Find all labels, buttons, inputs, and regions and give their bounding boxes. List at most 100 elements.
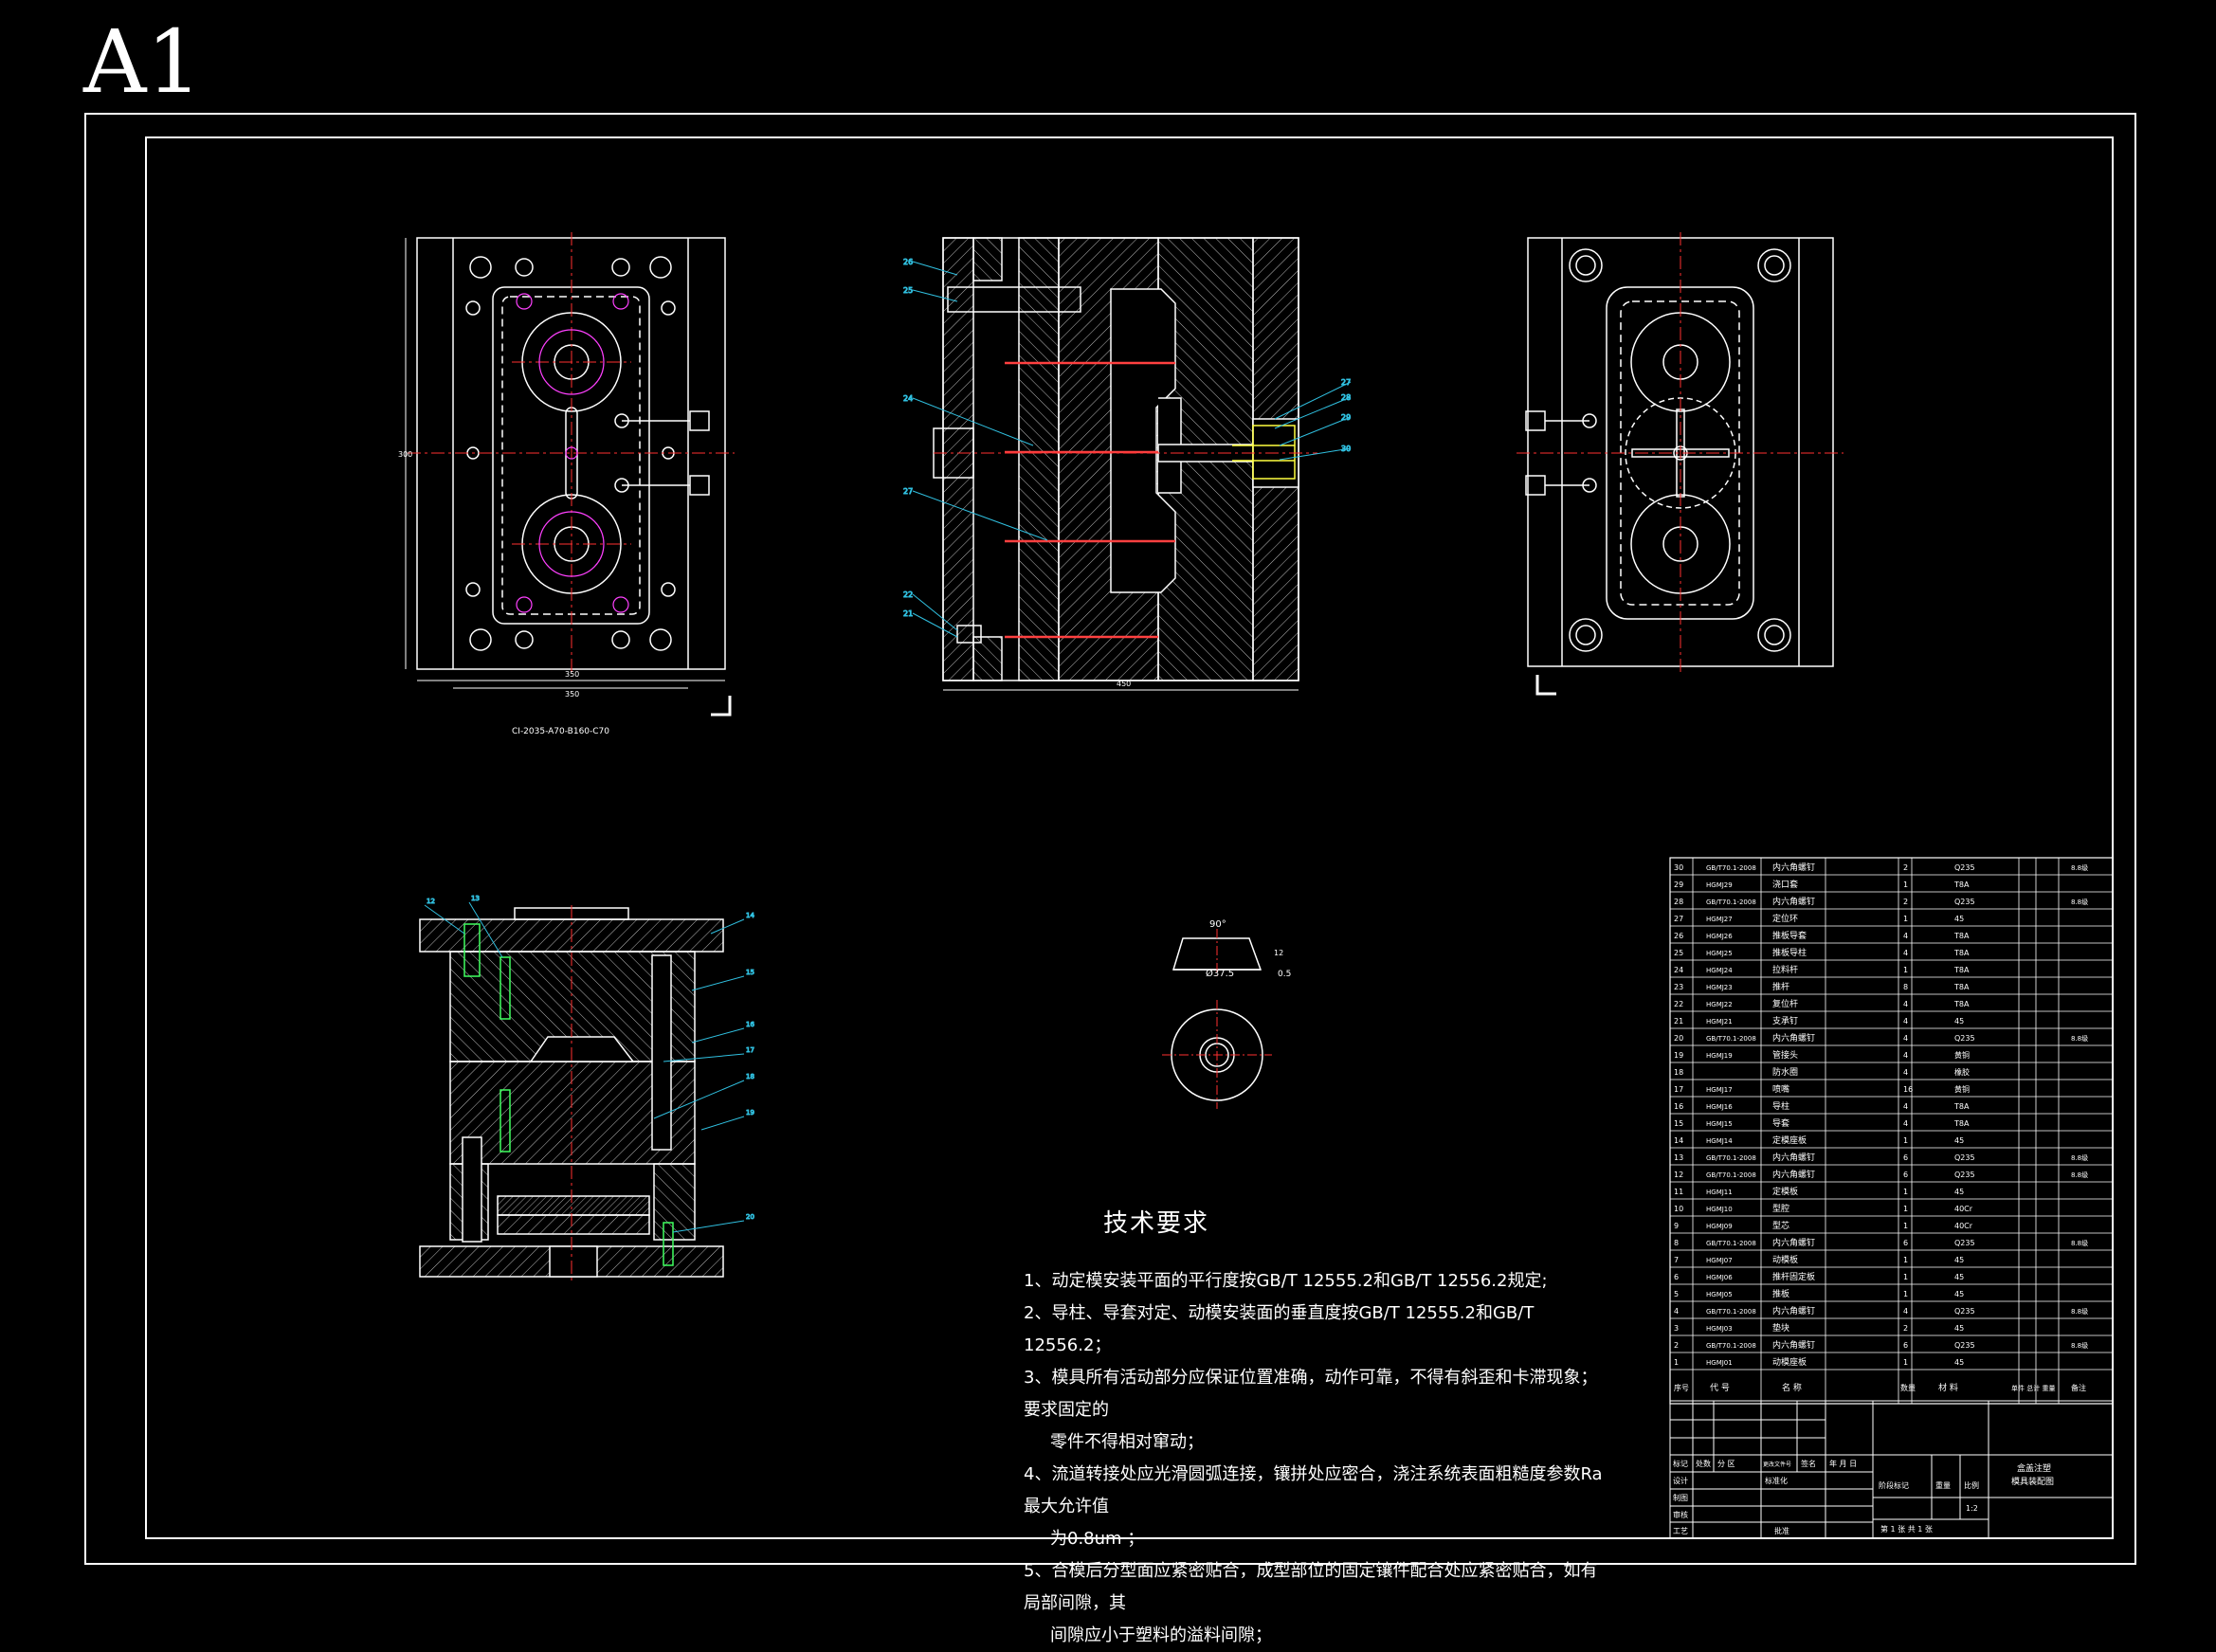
section-balloon-label: 22 (903, 590, 913, 599)
part-height-dim: 12 (1274, 949, 1283, 957)
bom-remark: 8.8级 (2071, 1034, 2088, 1043)
bom-remark: 8.8级 (2071, 863, 2088, 872)
front-width-dim-1: 350 (565, 670, 579, 679)
part-diameter-dim: Ø37.5 (1206, 968, 1234, 979)
section-balloon-label: 27 (1341, 378, 1351, 387)
bom-name: 导套 (1772, 1117, 1789, 1129)
side-leader-line (672, 1220, 745, 1233)
bom-no: 23 (1674, 983, 1683, 991)
section-leader-line (912, 397, 1034, 446)
bom-no: 27 (1674, 915, 1683, 923)
bom-code: GB/T70.1-2008 (1706, 1171, 1756, 1179)
title-block (1669, 1400, 2114, 1539)
bom-name: 内六角螺钉 (1772, 1305, 1815, 1316)
bom-name: 防水圈 (1772, 1066, 1798, 1078)
technical-requirements-title: 技术要求 (1103, 1209, 1210, 1238)
bom-material: 45 (1954, 1358, 1964, 1367)
side-balloon-label: 19 (746, 1109, 754, 1116)
bom-material: 40Cr (1954, 1205, 1973, 1213)
rev-label-3: 更改文件号 (1763, 1461, 1791, 1468)
drawing-title-2: 模具装配图 (2011, 1476, 2054, 1487)
bom-qty: 1 (1903, 1358, 1908, 1367)
requirement-3-cont: 零件不得相对窜动； (1050, 1432, 1204, 1452)
section-leader-line (1279, 416, 1352, 446)
bom-no: 7 (1674, 1256, 1679, 1264)
requirement-4: 4、流道转接处应光滑圆弧连接，镶拼处应密合，浇注系统表面粗糙度参数Ra最大允许值 (1024, 1464, 1603, 1516)
bom-material: 黄铜 (1954, 1084, 1970, 1094)
bom-material: Q235 (1954, 1239, 1975, 1247)
bom-no: 19 (1674, 1051, 1683, 1060)
bom-code: GB/T70.1-2008 (1706, 864, 1756, 872)
bom-no: 4 (1674, 1307, 1679, 1316)
bom-material: 45 (1954, 1017, 1964, 1026)
bom-name: 定模座板 (1772, 1135, 1807, 1146)
side-balloon-label: 15 (746, 969, 754, 976)
bom-qty: 1 (1903, 966, 1908, 974)
bom-code: GB/T70.1-2008 (1706, 1240, 1756, 1247)
bom-code: HGMJ25 (1706, 950, 1733, 957)
bom-name: 管接头 (1772, 1049, 1798, 1061)
bom-code: HGMJ19 (1706, 1052, 1733, 1060)
bom-qty: 1 (1903, 1290, 1908, 1298)
side-leader-line (653, 1080, 745, 1119)
side-leader-line (663, 1053, 745, 1062)
bom-material: T8A (1953, 1119, 1970, 1128)
bom-qty: 4 (1903, 1068, 1908, 1077)
bom-no: 18 (1674, 1068, 1683, 1077)
approve-label: 批准 (1774, 1526, 1789, 1535)
bom-material: 45 (1954, 1256, 1964, 1264)
bom-material: T8A (1953, 1000, 1970, 1008)
bom-name: 推杆固定板 (1772, 1271, 1815, 1282)
bom-no: 6 (1674, 1273, 1679, 1281)
bom-material: Q235 (1954, 1153, 1975, 1162)
bom-material: 黄铜 (1954, 1050, 1970, 1060)
bom-material: Q235 (1954, 1171, 1975, 1179)
bom-code: HGMJ07 (1706, 1257, 1733, 1264)
bom-material: T8A (1953, 1102, 1970, 1111)
section-balloon-label: 27 (903, 487, 913, 496)
bom-material: 45 (1954, 1136, 1964, 1145)
side-leader-line (700, 1116, 745, 1131)
bom-material: Q235 (1954, 1341, 1975, 1350)
bom-code: HGMJ10 (1706, 1206, 1733, 1213)
bom-no: 17 (1674, 1085, 1683, 1094)
bom-qty: 6 (1903, 1171, 1908, 1179)
front-view-dims (405, 238, 725, 689)
bom-qty: 1 (1903, 1222, 1908, 1230)
section-balloon-label: 21 (903, 609, 913, 618)
requirement-3: 3、模具所有活动部分应保证位置准确，动作可靠，不得有斜歪和卡滞现象；要求固定的 (1024, 1368, 1598, 1420)
section-leader-line (1274, 396, 1352, 429)
std-label: 标准化 (1765, 1476, 1788, 1485)
front-view-centerlines (408, 232, 735, 675)
bom-no: 26 (1674, 932, 1683, 940)
bom-name: 推板 (1772, 1288, 1789, 1299)
bom-material: T8A (1953, 949, 1970, 957)
bom-name: 动模板 (1772, 1254, 1798, 1265)
bom-code: HGMJ22 (1706, 1001, 1733, 1008)
bom-material: T8A (1953, 880, 1970, 889)
bom-name: 型腔 (1772, 1203, 1789, 1214)
bom-qty: 4 (1903, 1051, 1908, 1060)
drawing-title-1: 盒盖注塑 (2017, 1462, 2051, 1474)
bom-code: HGMJ29 (1706, 881, 1733, 889)
bom-no: 13 (1674, 1153, 1683, 1162)
bom-header-code: 代 号 (1710, 1383, 1730, 1393)
side-view-parts (463, 923, 674, 1266)
bom-code: GB/T70.1-2008 (1706, 1035, 1756, 1043)
title-block-texts: 标记 处数 分 区 更改文件号 签名 年 月 日 设计 制图 审核 工艺 标准化… (1673, 1459, 2054, 1535)
section-balloon-label: 29 (1341, 413, 1351, 422)
bom-no: 24 (1674, 966, 1683, 974)
bom-code: GB/T70.1-2008 (1706, 1308, 1756, 1316)
requirement-5-cont: 间隙应小于塑料的溢料间隙； (1050, 1625, 1272, 1645)
bom-code: HGMJ14 (1706, 1137, 1733, 1145)
